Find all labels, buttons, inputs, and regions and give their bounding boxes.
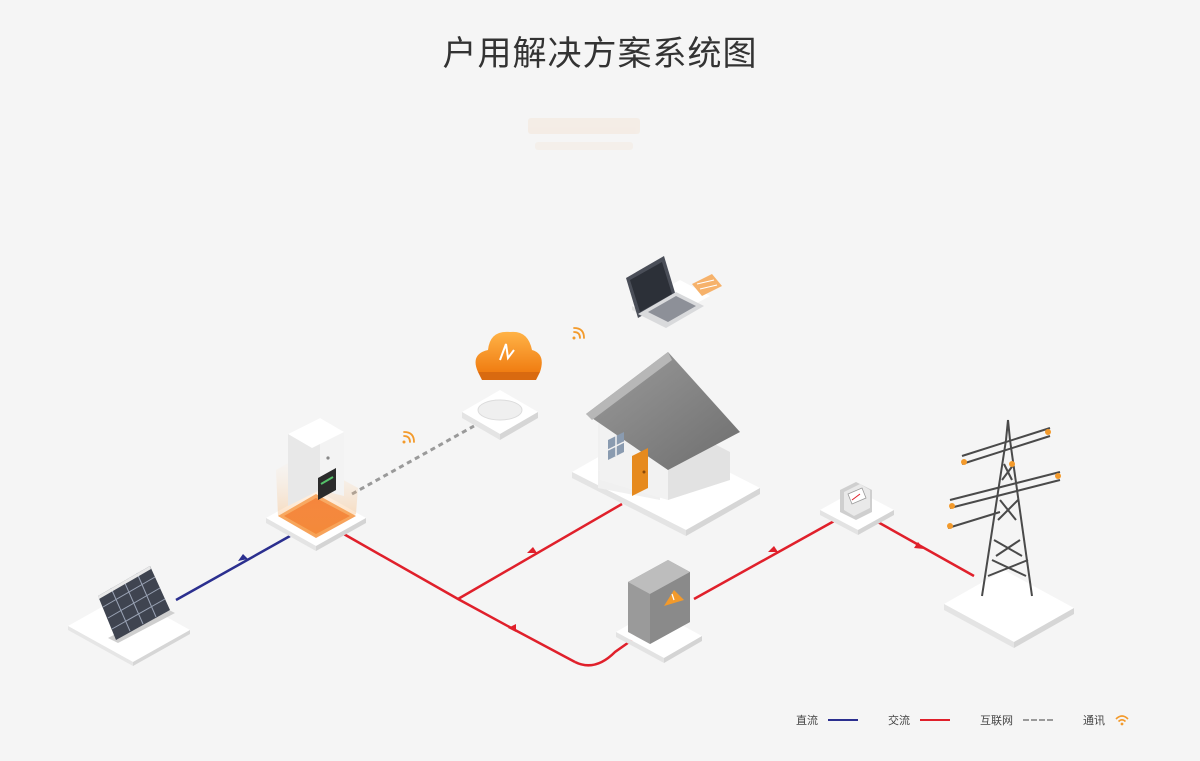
power-tower-icon — [944, 419, 1074, 648]
meter-icon — [820, 482, 894, 535]
distribution-box-icon — [616, 560, 702, 663]
wifi-icon — [402, 327, 585, 444]
legend-item-ac: 交流 — [888, 712, 950, 728]
wifi-legend-icon — [1115, 715, 1129, 726]
legend-label-dc: 直流 — [796, 714, 818, 727]
router-icon — [462, 390, 538, 440]
legend-swatch-dc — [828, 719, 858, 721]
legend-swatch-ac — [920, 719, 950, 721]
legend: 直流 交流 互联网 通讯 — [796, 712, 1129, 728]
ac-lines — [341, 502, 975, 667]
legend-label-internet: 互联网 — [980, 714, 1013, 727]
solar-panel-icon — [68, 566, 190, 666]
laptop-icon — [626, 256, 722, 328]
legend-swatch-internet — [1023, 719, 1053, 721]
ac-arrows — [508, 542, 924, 632]
house-icon — [572, 352, 760, 536]
dc-line — [175, 534, 291, 602]
inverter-icon — [266, 418, 366, 551]
page-title: 户用解决方案系统图 — [442, 34, 758, 74]
cloud-icon — [475, 331, 542, 380]
legend-item-comm: 通讯 — [1083, 712, 1129, 728]
legend-label-comm: 通讯 — [1083, 714, 1105, 727]
legend-item-internet: 互联网 — [980, 712, 1053, 728]
faint-watermark — [528, 118, 640, 150]
legend-label-ac: 交流 — [888, 714, 910, 727]
legend-item-dc: 直流 — [796, 712, 858, 728]
